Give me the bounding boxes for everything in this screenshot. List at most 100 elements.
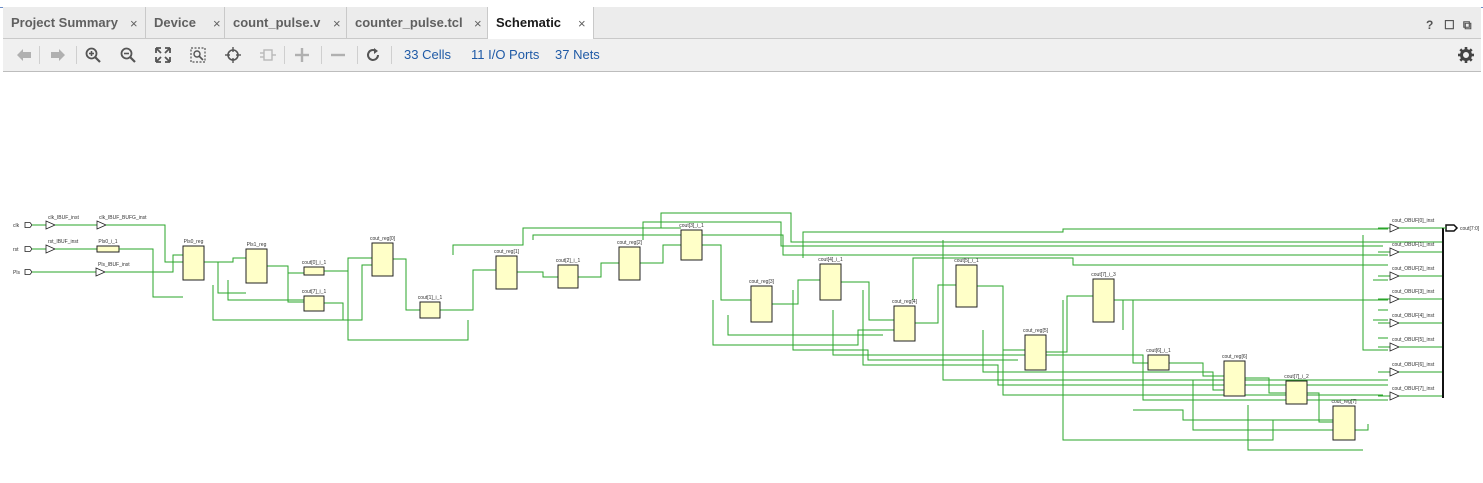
obuf-6-label[interactable]: cout_OBUF[6]_inst: [1392, 362, 1435, 368]
cell-12-label[interactable]: cout_reg[4]: [892, 299, 918, 305]
input-port-rst-label[interactable]: rst: [13, 247, 19, 253]
obuf-6[interactable]: [1389, 367, 1400, 377]
cell-9-label[interactable]: cout[3]_i_1: [679, 223, 704, 229]
nets-count-link[interactable]: 37 Nets: [555, 47, 600, 62]
cell-1-label[interactable]: Pls1_reg: [247, 242, 267, 248]
ibuf-pls[interactable]: [95, 267, 106, 277]
cell-2[interactable]: [303, 266, 325, 276]
ibuf-clk-label[interactable]: clk_IBUF_inst: [48, 215, 79, 221]
zoom-in-icon[interactable]: [82, 45, 104, 65]
tab-device[interactable]: Device ×: [146, 7, 225, 38]
cell-2-label[interactable]: cout[0]_i_1: [302, 260, 327, 266]
close-icon[interactable]: ×: [578, 16, 586, 31]
forward-arrow-icon[interactable]: [47, 45, 69, 65]
close-icon[interactable]: ×: [130, 16, 138, 31]
tab-project-summary[interactable]: Project Summary ×: [3, 7, 146, 38]
cell-7-label[interactable]: cout[2]_i_1: [556, 258, 581, 264]
lut-pls0[interactable]: [96, 245, 120, 253]
input-port-clk-label[interactable]: clk: [13, 223, 20, 229]
obuf-0[interactable]: [1389, 223, 1400, 233]
cell-13-label[interactable]: cout[5]_i_1: [954, 258, 979, 264]
input-port-rst[interactable]: [24, 246, 33, 252]
cell-18[interactable]: [1285, 380, 1308, 405]
cell-6-label[interactable]: cout_reg[1]: [494, 249, 520, 255]
bufg-clk-label[interactable]: clk_IBUF_BUFG_inst: [99, 215, 147, 221]
input-port-pls-label[interactable]: Pls: [13, 270, 20, 276]
obuf-4[interactable]: [1389, 318, 1400, 328]
lut-pls0-label[interactable]: Pls0_i_1: [98, 239, 117, 245]
close-icon[interactable]: ×: [333, 16, 341, 31]
cell-11[interactable]: [819, 263, 842, 301]
obuf-3[interactable]: [1389, 294, 1400, 304]
cell-16-label[interactable]: cout[6]_i_1: [1146, 348, 1171, 354]
cell-3-label[interactable]: cout[7]_i_1: [302, 289, 327, 295]
cell-7[interactable]: [557, 264, 579, 289]
obuf-3-label[interactable]: cout_OBUF[3]_inst: [1392, 289, 1435, 295]
obuf-5[interactable]: [1389, 342, 1400, 352]
ibuf-clk[interactable]: [45, 220, 56, 230]
cell-14[interactable]: [1024, 334, 1047, 371]
back-arrow-icon[interactable]: [13, 45, 35, 65]
help-icon[interactable]: ?: [1426, 18, 1434, 32]
output-port-cout-label[interactable]: cout[7:0]: [1460, 226, 1480, 232]
cell-9[interactable]: [680, 229, 703, 261]
cell-1[interactable]: [245, 248, 268, 284]
zoom-fit-icon[interactable]: [152, 45, 174, 65]
cell-6[interactable]: [495, 255, 518, 290]
tab-count-pulse-v[interactable]: count_pulse.v ×: [225, 7, 347, 38]
cell-5[interactable]: [419, 301, 441, 319]
ibuf-rst-label[interactable]: rst_IBUF_inst: [48, 239, 79, 245]
cell-17-label[interactable]: cout_reg[6]: [1222, 354, 1248, 360]
cell-4[interactable]: [371, 242, 394, 277]
cell-14-label[interactable]: cout_reg[5]: [1023, 328, 1049, 334]
cell-15[interactable]: [1092, 278, 1115, 323]
cell-16[interactable]: [1147, 354, 1170, 371]
input-port-pls[interactable]: [24, 269, 33, 275]
cell-4-label[interactable]: cout_reg[0]: [370, 236, 396, 242]
cell-19-label[interactable]: cout_reg[7]: [1331, 399, 1357, 405]
obuf-5-label[interactable]: cout_OBUF[5]_inst: [1392, 337, 1435, 343]
tab-schematic[interactable]: Schematic ×: [488, 7, 594, 39]
cell-13[interactable]: [955, 264, 978, 308]
obuf-0-label[interactable]: cout_OBUF[0]_inst: [1392, 218, 1435, 224]
cell-11-label[interactable]: cout[4]_i_1: [818, 257, 843, 263]
expand-cell-icon[interactable]: [257, 45, 279, 65]
cell-10[interactable]: [750, 285, 773, 323]
crosshair-icon[interactable]: [222, 45, 244, 65]
obuf-4-label[interactable]: cout_OBUF[4]_inst: [1392, 313, 1435, 319]
cells-count-link[interactable]: 33 Cells: [404, 47, 451, 62]
cell-5-label[interactable]: cout[1]_i_1: [418, 295, 443, 301]
close-icon[interactable]: ×: [474, 16, 482, 31]
obuf-7[interactable]: [1389, 391, 1400, 401]
cell-0[interactable]: [182, 245, 205, 281]
obuf-2[interactable]: [1389, 271, 1400, 281]
float-icon[interactable]: ⧉: [1463, 18, 1472, 32]
minus-icon[interactable]: [327, 45, 349, 65]
cell-17[interactable]: [1223, 360, 1246, 397]
obuf-1-label[interactable]: cout_OBUF[1]_inst: [1392, 242, 1435, 248]
cell-3[interactable]: [303, 295, 325, 312]
cell-18-label[interactable]: cout[7]_i_2: [1284, 374, 1309, 380]
output-port-cout[interactable]: [1445, 224, 1459, 232]
restore-icon[interactable]: ☐: [1444, 18, 1455, 32]
cell-15-label[interactable]: cout[7]_i_3: [1091, 272, 1116, 278]
obuf-1[interactable]: [1389, 247, 1400, 257]
cell-10-label[interactable]: cout_reg[3]: [749, 279, 775, 285]
obuf-2-label[interactable]: cout_OBUF[2]_inst: [1392, 266, 1435, 272]
bufg-clk[interactable]: [96, 220, 107, 230]
obuf-7-label[interactable]: cout_OBUF[7]_inst: [1392, 386, 1435, 392]
input-port-clk[interactable]: [24, 222, 33, 228]
ibuf-pls-label[interactable]: Pls_IBUF_inst: [98, 262, 130, 268]
zoom-area-icon[interactable]: [187, 45, 209, 65]
cell-12[interactable]: [893, 305, 916, 342]
io-ports-count-link[interactable]: 11 I/O Ports: [471, 47, 540, 62]
plus-icon[interactable]: [291, 45, 313, 65]
ibuf-rst[interactable]: [45, 244, 56, 254]
gear-icon[interactable]: [1455, 45, 1477, 65]
cell-8-label[interactable]: cout_reg[2]: [617, 240, 643, 246]
tab-counter-pulse-tcl[interactable]: counter_pulse.tcl ×: [347, 7, 488, 38]
close-icon[interactable]: ×: [213, 16, 221, 31]
cell-19[interactable]: [1332, 405, 1356, 441]
